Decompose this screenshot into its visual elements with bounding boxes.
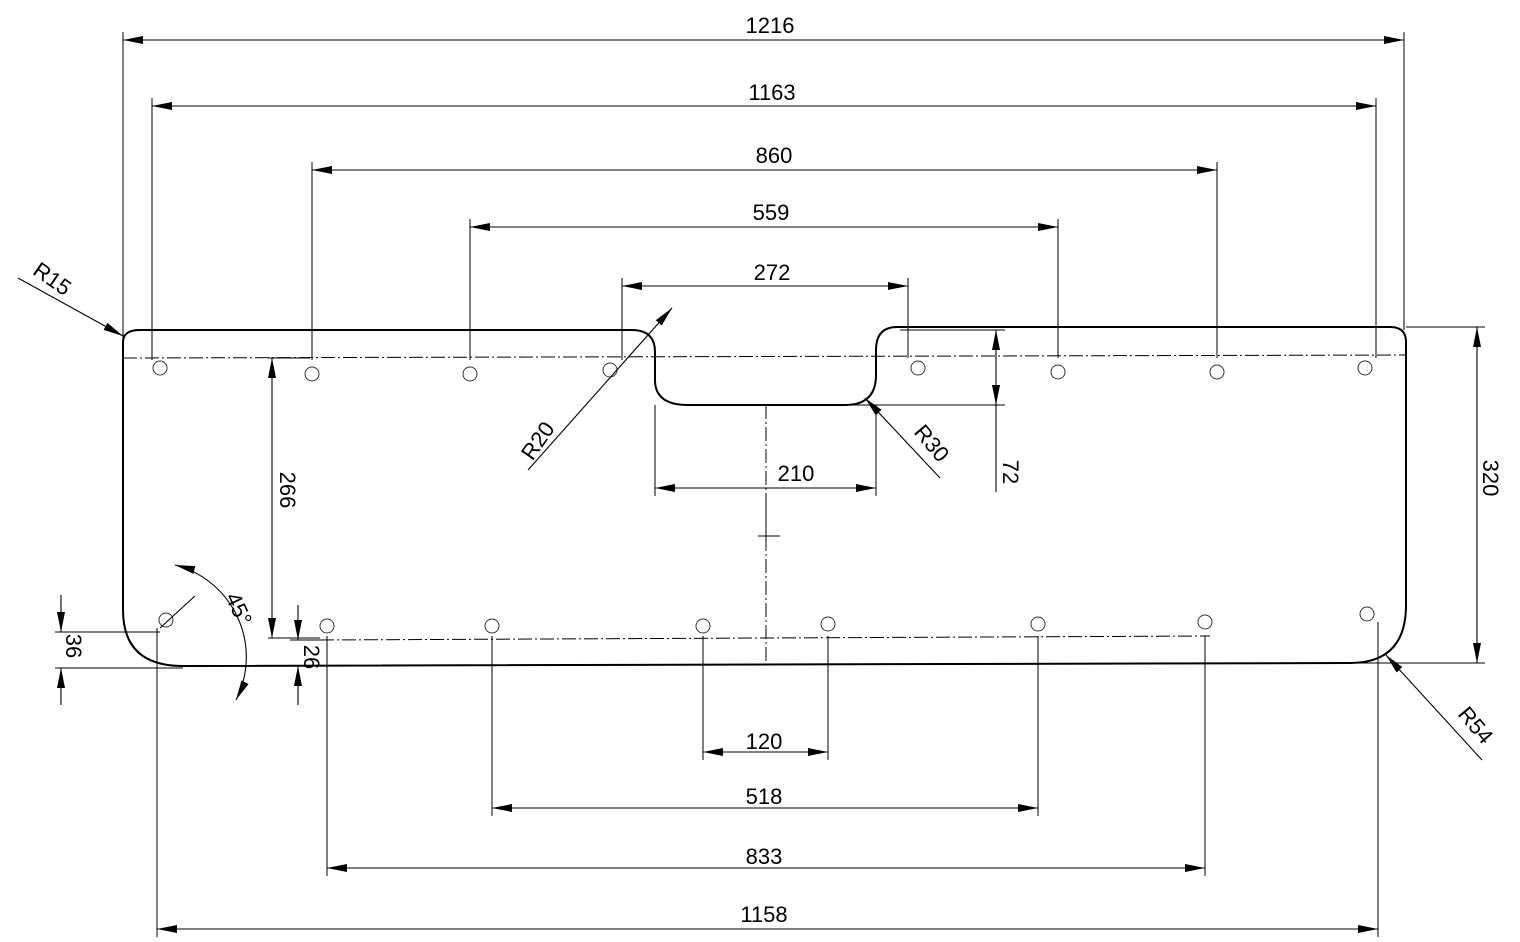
dim-559: 559 (753, 200, 790, 225)
dim-26: 26 (299, 645, 324, 669)
dim-266: 266 (275, 472, 300, 509)
dim-1163: 1163 (748, 80, 795, 105)
origin-marker (758, 505, 780, 545)
bottom-hole-centerline (319, 635, 1211, 641)
radius-r20: R20 (516, 417, 560, 464)
bottom-holes (158, 606, 1375, 634)
dim-210: 210 (778, 461, 815, 486)
dimension-lines (17, 36, 1483, 933)
dim-320: 320 (1478, 460, 1503, 497)
dim-1158: 1158 (740, 902, 787, 927)
radius-r54: R54 (1453, 702, 1498, 749)
extension-lines (55, 32, 1485, 937)
top-hole-centerline (122, 354, 1407, 359)
dim-833: 833 (746, 844, 783, 869)
dim-1216: 1216 (746, 13, 795, 38)
dim-518: 518 (746, 784, 783, 809)
dim-72: 72 (998, 460, 1023, 484)
radius-r15: R15 (29, 257, 76, 301)
dim-36: 36 (61, 634, 86, 658)
dim-860: 860 (756, 143, 793, 168)
top-holes (152, 360, 1373, 382)
angle-45: 45° (220, 588, 257, 629)
dim-272: 272 (754, 260, 791, 285)
radius-r30: R30 (909, 420, 954, 467)
dim-120: 120 (746, 729, 783, 754)
